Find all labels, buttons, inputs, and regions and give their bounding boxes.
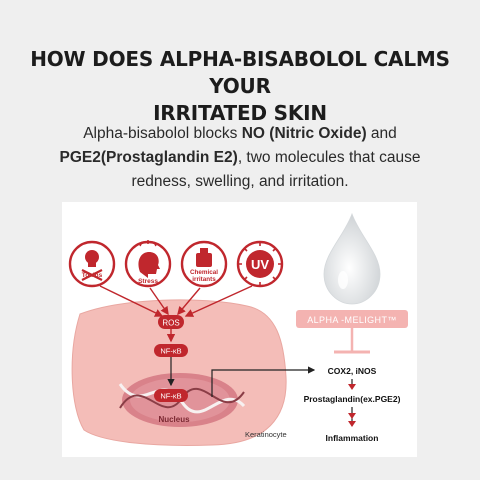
- droplet-highlight: [338, 271, 348, 289]
- title-line-1: HOW DOES ALPHA-BISABOLOL CALMS YOUR: [30, 47, 450, 98]
- toxins-label: Toxins: [82, 272, 103, 279]
- uv-label: UV: [251, 257, 269, 272]
- stress-label: Stress: [138, 278, 158, 285]
- page-title: HOW DOES ALPHA-BISABOLOL CALMS YOUR IRRI…: [0, 46, 480, 127]
- intro-line-2: PGE2(Prostaglandin E2), two molecules th…: [0, 146, 480, 170]
- down-arrow-icon-2: [348, 407, 356, 427]
- prostaglandin-label: Prostaglandin(ex.PGE2): [304, 394, 401, 404]
- irritants-label: irritants: [192, 276, 216, 283]
- intro-text-2: and: [366, 125, 397, 142]
- cox2-inos-label: COX2, iNOS: [328, 366, 377, 376]
- mechanism-diagram: Toxins Stress Chemical irritants UV: [68, 212, 408, 446]
- nfkb-nucleus-label: NF-κB: [160, 392, 181, 401]
- down-arrow-icon-1: [348, 379, 356, 390]
- intro-text-3: , two molecules that cause: [237, 149, 421, 166]
- nfkb-nucleus-pill: [154, 389, 188, 402]
- nfkb-label: NF-κB: [160, 347, 181, 356]
- ros-label: ROS: [162, 319, 179, 328]
- chemical-irritants-icon: Chemical irritants: [180, 240, 228, 288]
- intro-line-3: redness, swelling, and irritation.: [131, 173, 349, 190]
- product-label: ALPHA -MELIGHT™: [307, 315, 397, 325]
- title-line-2: IRRITATED SKIN: [153, 101, 327, 125]
- ros-pill: [158, 315, 184, 329]
- droplet-icon: [323, 212, 381, 305]
- diagram-panel: Toxins Stress Chemical irritants UV: [62, 202, 417, 457]
- intro-text: Alpha-bisabolol blocks NO (Nitric Oxide)…: [0, 122, 480, 194]
- trigger-arrows: [99, 285, 253, 317]
- nucleus-label: Nucleus: [158, 415, 190, 424]
- intro-text-1: Alpha-bisabolol blocks: [83, 125, 242, 142]
- intro-bold-pge2: PGE2(Prostaglandin E2): [59, 149, 238, 166]
- intro-bold-no: NO (Nitric Oxide): [241, 125, 367, 142]
- product-badge: [296, 310, 408, 328]
- nucleus-to-cox2-arrow: [211, 366, 316, 397]
- inflammation-label: Inflammation: [326, 433, 379, 443]
- stress-icon: Stress: [124, 240, 172, 288]
- nfkb-pill: [154, 344, 188, 357]
- uv-icon: UV: [236, 240, 284, 288]
- intro-line-1: Alpha-bisabolol blocks NO (Nitric Oxide)…: [0, 122, 480, 146]
- toxins-icon: Toxins: [68, 240, 116, 288]
- keratinocyte-label: Keratinocyte: [245, 430, 287, 439]
- chemical-label: Chemical: [190, 269, 218, 276]
